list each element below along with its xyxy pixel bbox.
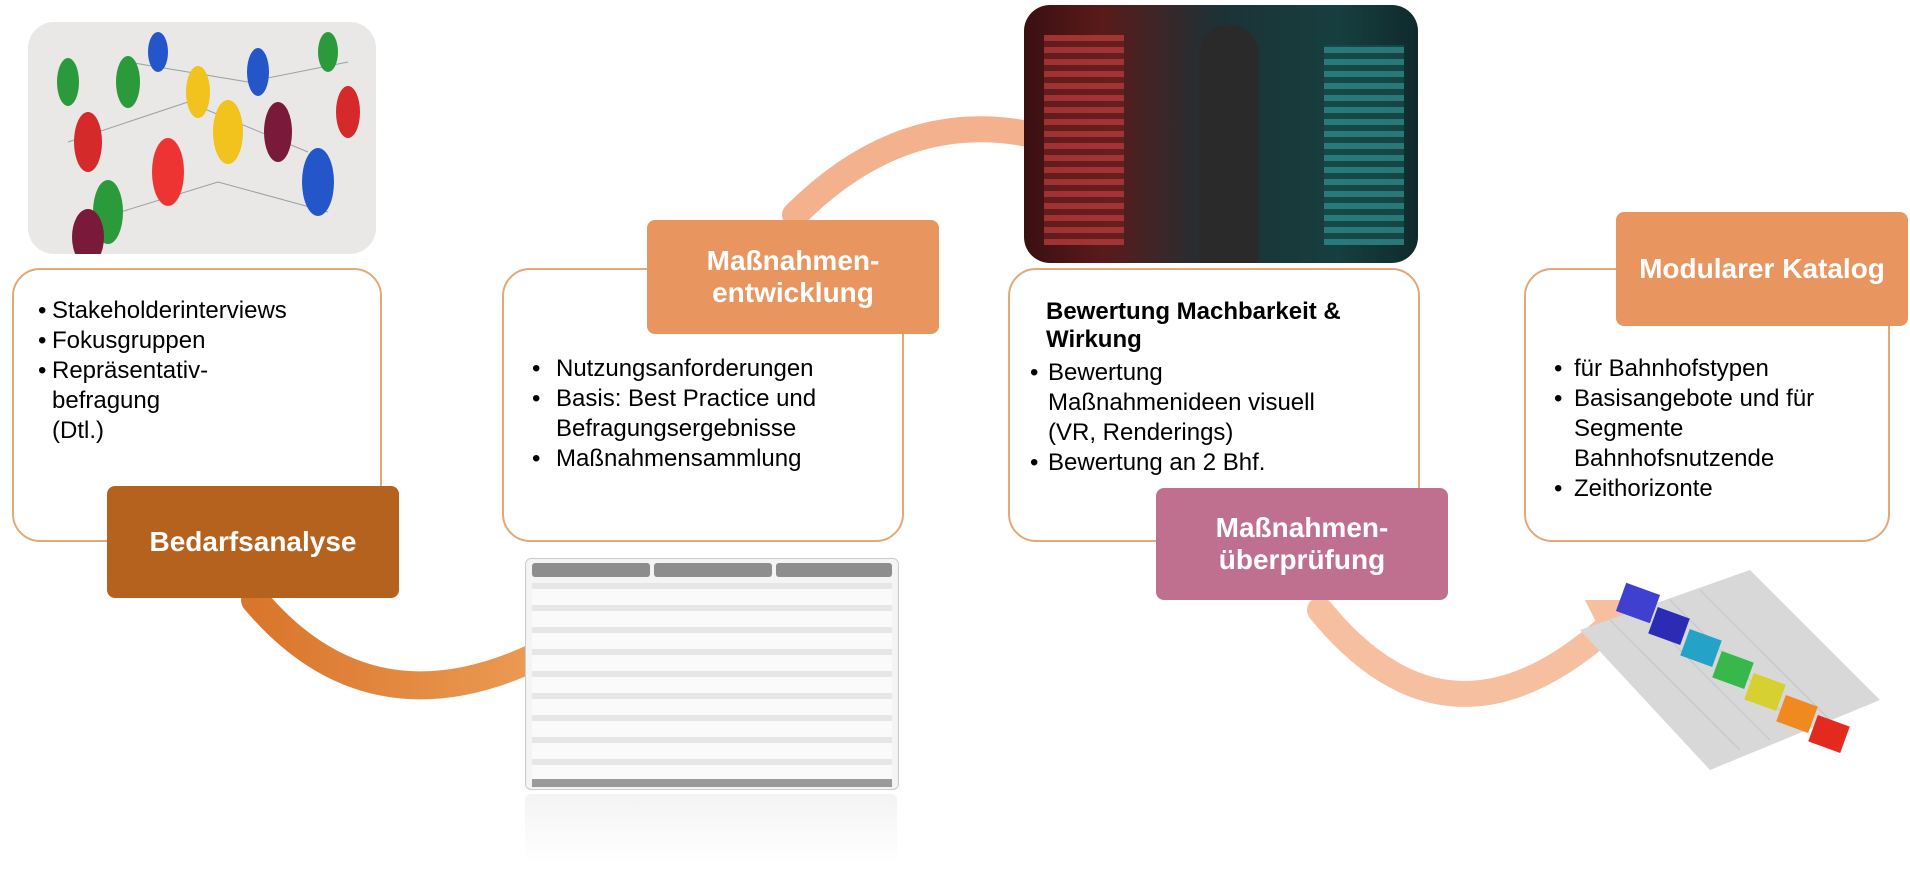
puzzle-pieces-image xyxy=(1560,570,1880,770)
person-silhouette xyxy=(1199,25,1259,263)
pawn-icon xyxy=(57,32,360,254)
measures-table-document xyxy=(525,558,899,868)
box-heading: Bewertung Machbarkeit & Wirkung xyxy=(1046,298,1341,353)
massnahmenueberpruefung-label: Maßnahmen-überprüfung xyxy=(1156,488,1448,600)
vr-person-image xyxy=(1024,5,1418,263)
list-item: Maßnahmensammlung xyxy=(526,444,902,474)
list-item: für Bahnhofstypen xyxy=(1548,354,1888,384)
arrow-ueberpruefung-to-katalog xyxy=(1307,597,1623,707)
modularer-katalog-label: Modularer Katalog xyxy=(1616,212,1908,326)
bedarfsanalyse-label: Bedarfsanalyse xyxy=(107,486,399,598)
list-item: Stakeholderinterviews xyxy=(32,296,380,326)
puzzle-icon xyxy=(1580,570,1880,770)
list-item: Bewertung Maßnahmenideen visuell (VR, Re… xyxy=(1024,358,1348,448)
list-item: Fokusgruppen xyxy=(32,326,380,356)
list-item: Bewertung an 2 Bhf. xyxy=(1024,448,1418,478)
list-item: Basis: Best Practice und Befragungsergeb… xyxy=(526,384,886,444)
massnahmenentwicklung-label: Maßnahmen-entwicklung xyxy=(647,220,939,334)
pawns-network-image xyxy=(28,22,376,254)
list-item: Basisangebote und für Segmente Bahnhofsn… xyxy=(1548,384,1844,474)
list-item: Zeithorizonte xyxy=(1548,474,1888,504)
list-item: Repräsentativ-befragung (Dtl.) xyxy=(32,356,212,446)
list-item: Nutzungsanforderungen xyxy=(526,354,902,384)
